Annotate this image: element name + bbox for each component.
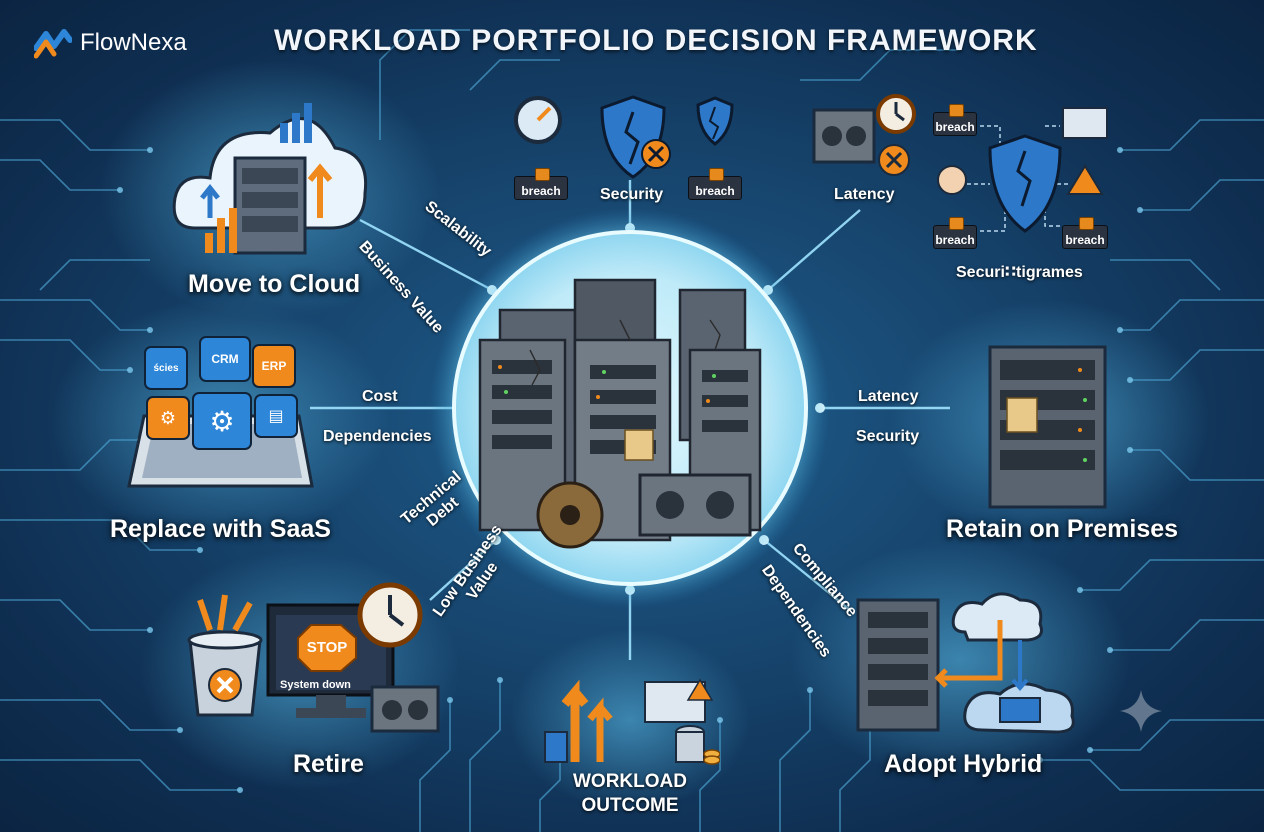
clock-icon	[357, 582, 423, 648]
breach-tag-top-left: breach	[933, 104, 977, 136]
label-security-right: Security	[856, 428, 920, 445]
tape-drive-icon	[370, 685, 440, 733]
cloud-server-growth-icon	[172, 103, 368, 255]
saas-tablet-icon: ścies CRM ERP ⚙ ⚙ ▤	[124, 336, 314, 501]
breach-text: breach	[1065, 233, 1105, 247]
node-adopt-hybrid: Adopt Hybrid	[884, 750, 1043, 778]
node-workload-outcome: WORKLOAD OUTCOME	[560, 770, 700, 818]
lock-icon	[709, 168, 724, 181]
trash-bin-icon	[187, 594, 263, 717]
breach-text: breach	[695, 184, 735, 198]
lock-icon	[949, 104, 964, 117]
label-cost: Cost	[362, 388, 398, 405]
brand-name: FlowNexa	[80, 29, 187, 56]
label-latency-top: Latency	[834, 186, 895, 203]
breach-tag-bottom-left: breach	[933, 217, 977, 249]
security-network-icon	[937, 107, 1108, 233]
breach-text: breach	[935, 233, 975, 247]
page-title: WORKLOAD PORTFOLIO DECISION FRAMEWORK	[274, 24, 1038, 57]
shield-icon	[600, 95, 671, 179]
database-icon: ▤	[254, 394, 298, 438]
outcome-line-2: OUTCOME	[581, 795, 679, 816]
lock-icon	[535, 168, 550, 181]
node-retire: Retire	[293, 750, 364, 778]
tile-erp: ERP	[252, 344, 296, 388]
legacy-server-cluster-icon	[478, 278, 762, 549]
system-down-text: System down	[280, 679, 351, 691]
stop-sign-text: STOP	[306, 639, 348, 656]
gauge-icon	[514, 96, 562, 144]
breach-tag-left: breach	[514, 168, 568, 200]
flownexa-logo-icon	[34, 29, 72, 59]
label-securitigrames: Securi∷tigrames	[956, 264, 1083, 281]
breach-tag-bottom-right: breach	[1062, 217, 1108, 249]
breach-tag-right: breach	[688, 168, 742, 200]
node-move-to-cloud: Move to Cloud	[188, 270, 361, 298]
sparkle-icon	[1120, 690, 1162, 732]
settings-gear-icon: ⚙	[192, 392, 252, 450]
brand: FlowNexa	[34, 26, 187, 60]
gears-icon: ⚙	[146, 396, 190, 440]
outcome-line-1: WORKLOAD	[573, 771, 687, 792]
tile-saas-cloud: ścies	[144, 346, 188, 390]
on-premise-rack-icon	[988, 345, 1107, 509]
label-security-top: Security	[600, 186, 664, 203]
lock-icon	[949, 217, 964, 230]
breach-text: breach	[521, 184, 561, 198]
lock-icon	[1079, 217, 1094, 230]
tile-crm: CRM	[199, 336, 251, 382]
node-replace-with-saas: Replace with SaaS	[110, 515, 331, 543]
small-shield-icon	[696, 96, 734, 146]
breach-text: breach	[935, 120, 975, 134]
hybrid-server-cloud-icon	[856, 592, 1075, 734]
label-dependencies-left: Dependencies	[323, 428, 432, 445]
node-retain-on-premises: Retain on Premises	[946, 515, 1179, 543]
label-latency-right: Latency	[858, 388, 919, 405]
workload-outcome-icon	[544, 678, 720, 765]
latency-tape-clock-icon	[812, 94, 916, 176]
